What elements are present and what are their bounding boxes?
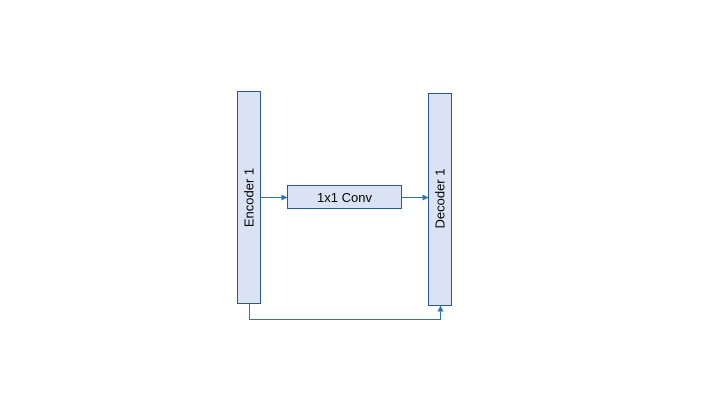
encoder-label: Encoder 1 [242, 168, 257, 227]
encoder-block: Encoder 1 [237, 91, 261, 304]
skip-connection-arrow [249, 304, 444, 320]
conv-label: 1x1 Conv [317, 190, 372, 205]
decoder-block: Decoder 1 [428, 93, 452, 306]
decoder-label: Decoder 1 [433, 169, 448, 229]
conv-block: 1x1 Conv [287, 185, 402, 209]
